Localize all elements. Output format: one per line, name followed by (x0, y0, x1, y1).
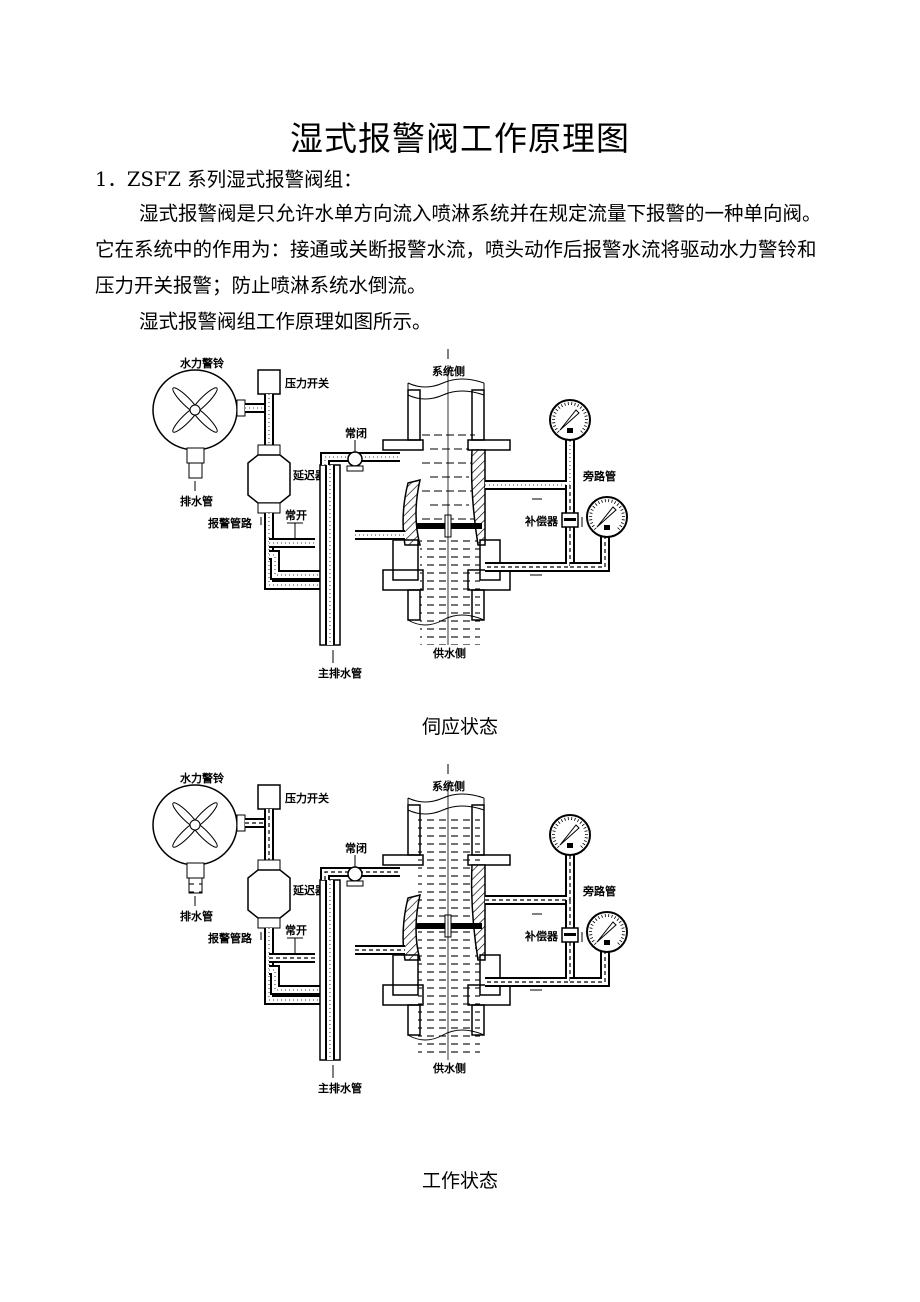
body-wall-right (470, 449, 486, 546)
label-retarder: 延迟器 (292, 468, 327, 482)
label-normally-closed: 常闭 (345, 841, 367, 855)
closed-valve-seat (346, 880, 364, 887)
label-system-side: 系统侧 (432, 364, 465, 378)
label-system-side: 系统侧 (432, 779, 465, 793)
label-compensator: 补偿器 (524, 514, 559, 528)
gauge2-riser (570, 950, 610, 987)
label-normally-open: 常开 (285, 923, 307, 937)
bypass-upper-pipe (485, 850, 575, 905)
retarder-top-cap (257, 444, 281, 456)
lower-wall-right (479, 954, 501, 996)
pressure-switch (257, 369, 281, 395)
label-normally-closed: 常闭 (345, 426, 367, 440)
figure-caption-standby: 伺应状态 (421, 716, 498, 738)
bell-inlet (236, 814, 246, 832)
closed-valve-line (320, 452, 400, 465)
supply-break-line (407, 614, 485, 626)
label-normally-open: 常开 (285, 508, 307, 522)
retarder-top-cap (257, 859, 281, 871)
figure-caption-working: 工作状态 (421, 1170, 498, 1192)
section-heading: 1．ZSFZ 系列湿式报警阀组： (95, 168, 363, 191)
bell-outlet (186, 862, 205, 879)
supply-wall-left (407, 1004, 421, 1036)
label-drain: 排水管 (180, 909, 213, 923)
pressure-switch (257, 784, 281, 810)
retarder-bottom-cap (257, 502, 281, 514)
upper-flange-left (382, 439, 424, 451)
document-title: 湿式报警阀工作原理图 (290, 119, 630, 158)
closed-valve-line (320, 867, 400, 880)
pressure-gauge-upper-icon (549, 814, 591, 856)
label-retarder: 延迟器 (292, 883, 327, 897)
body-wall-left (402, 893, 422, 961)
system-break-line (407, 805, 485, 815)
lower-wall-right (479, 539, 501, 581)
pressure-gauge-lower-icon (586, 496, 628, 538)
lower-flange-left (382, 984, 424, 1006)
upper-flange-right (467, 439, 511, 451)
gauge2-riser (570, 535, 610, 572)
compensator-core (564, 518, 576, 521)
label-alarm-line: 报警管路 (208, 931, 253, 945)
compensator-core (564, 933, 576, 936)
system-break-line-top (407, 793, 485, 803)
system-break-line (407, 390, 485, 400)
supply-break-line (407, 1029, 485, 1041)
bypass-upper-pipe (485, 435, 575, 490)
lower-wall-left (392, 539, 419, 581)
label-supply-side: 供水侧 (432, 1061, 466, 1075)
retarder-bottom-cap (257, 917, 281, 929)
label-compensator: 补偿器 (524, 929, 559, 943)
bell-hub (189, 404, 201, 416)
closed-valve (347, 451, 363, 467)
label-drain: 排水管 (180, 494, 213, 508)
upper-flange-right (467, 854, 511, 866)
label-supply-side: 供水侧 (432, 646, 466, 660)
retarder (247, 454, 291, 504)
upper-flange-left (382, 854, 424, 866)
system-break-line-top (407, 378, 485, 388)
pressure-gauge-upper-icon (549, 399, 591, 441)
bell-outlet (186, 447, 205, 464)
lower-flange-left (382, 569, 424, 591)
test-loop-pipe (269, 965, 330, 995)
label-bell: 水力警铃 (180, 771, 224, 785)
body-paragraph: 湿式报警阀是只允许水单方向流入喷淋系统并在规定流量下报警的一种单向阀。它在系统中… (95, 202, 822, 297)
supply-wall-right (471, 589, 485, 621)
label-alarm-line: 报警管路 (208, 516, 253, 530)
closed-valve-seat (346, 465, 364, 472)
label-bell: 水力警铃 (180, 356, 224, 370)
label-main-drain: 主排水管 (318, 1081, 362, 1095)
label-pressure-switch: 压力开关 (285, 376, 329, 390)
supply-wall-right (471, 1004, 485, 1036)
body-wall-left (402, 478, 422, 546)
label-bypass: 旁路管 (582, 884, 616, 898)
label-main-drain: 主排水管 (318, 666, 362, 680)
drain-stub (188, 462, 203, 479)
supply-wall-left (407, 589, 421, 621)
system-water (418, 818, 480, 1058)
label-bypass: 旁路管 (582, 469, 616, 483)
figure-intro: 湿式报警阀组工作原理如图所示。 (139, 310, 432, 333)
closed-valve (347, 866, 363, 882)
test-loop-pipe (269, 550, 330, 580)
retarder (247, 869, 291, 919)
lower-wall-left (392, 954, 419, 996)
pressure-gauge-lower-icon (586, 911, 628, 953)
bell-hub (189, 819, 201, 831)
drain-stub (188, 877, 203, 894)
label-pressure-switch: 压力开关 (285, 791, 329, 805)
bell-inlet (236, 399, 246, 417)
